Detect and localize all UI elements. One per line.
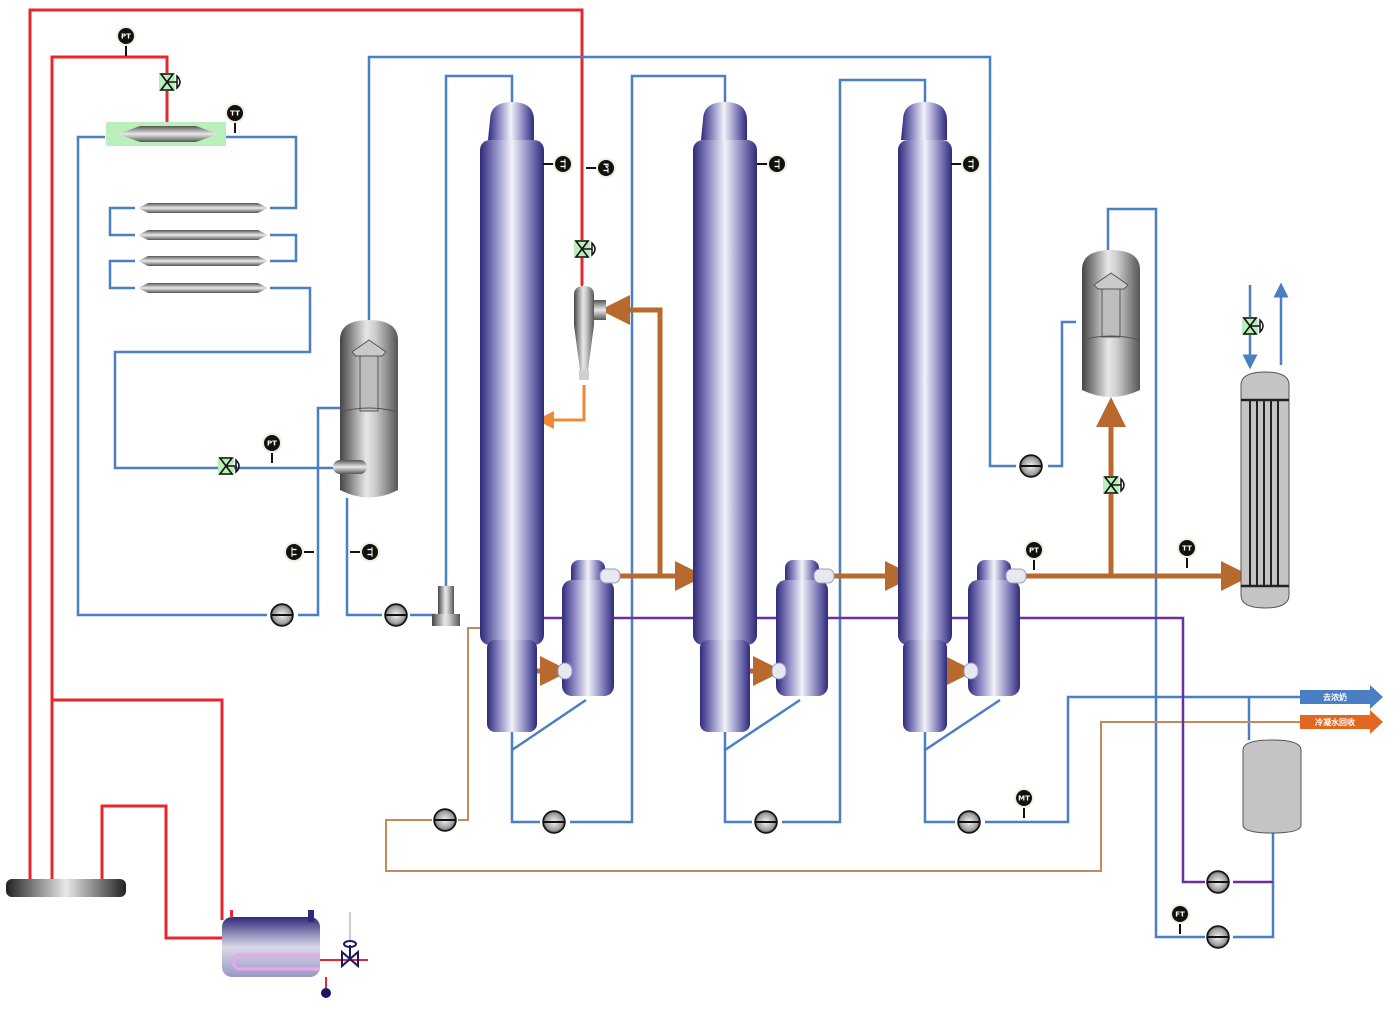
- steam-line-main: [28, 8, 584, 880]
- instrument-tag: PT: [602, 163, 610, 173]
- pump-icon[interactable]: [754, 810, 778, 834]
- thermocompressor[interactable]: [574, 286, 606, 380]
- product-lines: [76, 55, 1300, 939]
- pump-icon[interactable]: [270, 603, 294, 627]
- instrument-tag: TT: [1182, 545, 1192, 553]
- instrument-ft-cooling[interactable]: FT: [1170, 904, 1190, 934]
- drain-valve-icon: [321, 988, 331, 998]
- instrument-tt-return-2[interactable]: TT: [350, 542, 380, 562]
- separator-return-line: [536, 385, 586, 429]
- pump-icon[interactable]: [957, 810, 981, 834]
- pump-icon[interactable]: [1019, 454, 1043, 478]
- outlet-label-product: 去浓奶: [1323, 692, 1347, 702]
- instrument-tag: TT: [967, 159, 975, 169]
- pumps[interactable]: [270, 454, 1230, 949]
- separator-2[interactable]: [771, 560, 835, 696]
- instrument-tt-preheater-top[interactable]: TT: [225, 103, 245, 133]
- condensate-lines: [385, 627, 1300, 872]
- instrument-mt-product[interactable]: MT: [1014, 788, 1034, 818]
- boiler[interactable]: [222, 910, 368, 998]
- outlet-to-product: 去浓奶: [1300, 685, 1383, 709]
- instrument-pt-vapor-header[interactable]: PT: [1024, 540, 1044, 570]
- separator-3[interactable]: [963, 560, 1027, 696]
- instrument-tag: TT: [773, 159, 781, 169]
- instrument-pt-steam-main[interactable]: PT: [116, 26, 136, 56]
- control-valve-icon[interactable]: [1103, 476, 1125, 494]
- condenser[interactable]: [1240, 371, 1290, 609]
- instrument-tag: PT: [267, 440, 277, 448]
- pump-icon[interactable]: [542, 810, 566, 834]
- instruments[interactable]: PT TT TT PT TT TT PT TT TT PT TT MT FT: [116, 26, 1197, 934]
- instrument-tag: FT: [1175, 911, 1185, 919]
- flash-vessel[interactable]: [333, 320, 399, 498]
- evaporator-2[interactable]: [693, 102, 757, 732]
- outlet-to-condensate-recovery: 冷凝水回收: [1300, 710, 1383, 734]
- preheater[interactable]: [106, 122, 226, 146]
- feed-lines: [522, 616, 1273, 884]
- pump-icon[interactable]: [384, 603, 408, 627]
- instrument-tag: PT: [1029, 547, 1039, 555]
- steam-line-boiler-1: [52, 698, 224, 920]
- instrument-tt-effect1[interactable]: TT: [543, 154, 573, 174]
- instrument-tt-effect3[interactable]: TT: [951, 154, 981, 174]
- instrument-tag: TT: [559, 159, 567, 169]
- instrument-tag: MT: [1018, 795, 1030, 803]
- final-separator[interactable]: [1081, 250, 1141, 397]
- pump-icon[interactable]: [1206, 870, 1230, 894]
- condensate-tank[interactable]: [1242, 739, 1302, 834]
- instrument-tag: TT: [291, 547, 299, 557]
- control-valve-icon[interactable]: [341, 912, 359, 969]
- pump-icon[interactable]: [1206, 925, 1230, 949]
- holding-tubes[interactable]: [138, 203, 268, 293]
- separator-1[interactable]: [557, 560, 621, 696]
- balance-tank[interactable]: [432, 586, 460, 626]
- instrument-tt-vapor-header[interactable]: TT: [1177, 538, 1197, 568]
- outlet-label-condensate: 冷凝水回收: [1315, 717, 1355, 727]
- instrument-tag: TT: [366, 547, 374, 557]
- steam-header[interactable]: [6, 879, 126, 897]
- control-valve-icon[interactable]: [1242, 317, 1264, 335]
- control-valve-icon[interactable]: [159, 73, 181, 91]
- control-valve-icon[interactable]: [574, 240, 596, 258]
- valves[interactable]: [159, 73, 1264, 494]
- instrument-tt-return-1[interactable]: TT: [284, 542, 314, 562]
- instrument-tag: TT: [230, 110, 240, 118]
- steam-line-boiler-2: [100, 804, 222, 940]
- pump-icon[interactable]: [433, 808, 457, 832]
- instrument-pt-effect1[interactable]: PT: [586, 158, 616, 178]
- instrument-pt-sterilizer[interactable]: PT: [262, 433, 282, 463]
- instrument-tt-effect2[interactable]: TT: [757, 154, 787, 174]
- control-valve-icon[interactable]: [218, 457, 240, 475]
- instrument-tag: PT: [121, 33, 131, 41]
- evaporator-1[interactable]: [480, 102, 544, 732]
- evaporator-3[interactable]: [898, 102, 952, 732]
